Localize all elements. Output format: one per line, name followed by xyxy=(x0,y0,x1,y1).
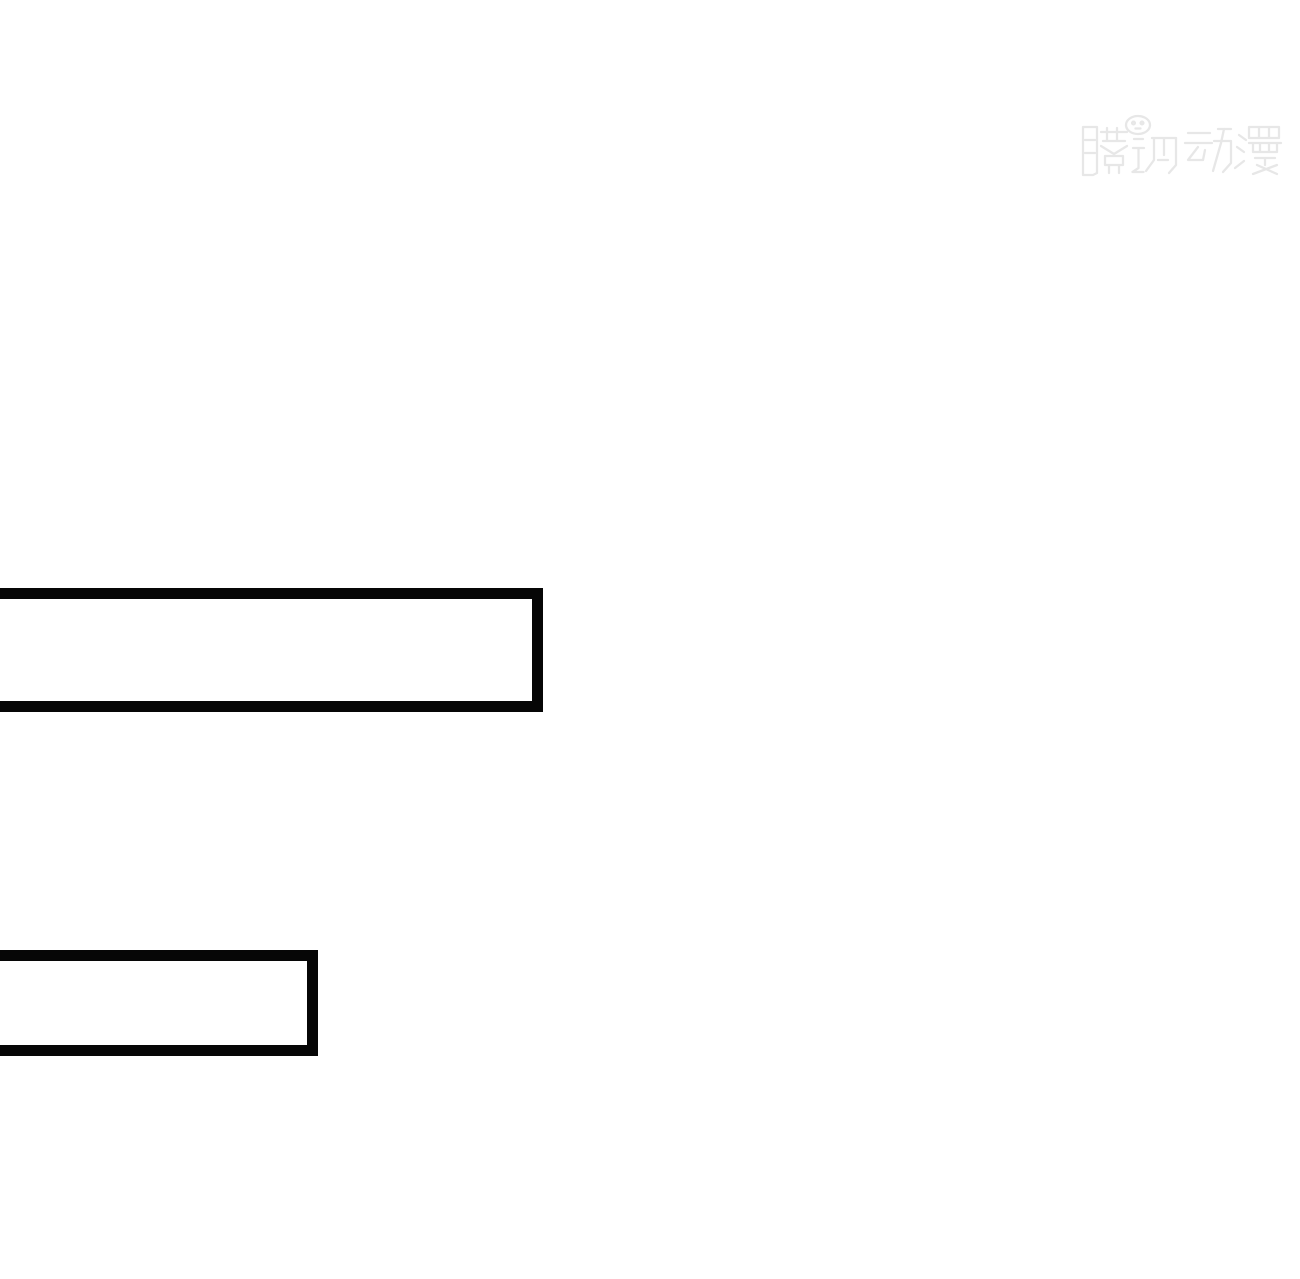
tencent-comics-logo-icon xyxy=(1081,114,1283,177)
caption-box-2 xyxy=(0,950,318,1056)
tencent-comics-watermark: 腾讯动漫 xyxy=(1072,110,1288,178)
caption-box-1 xyxy=(0,588,543,712)
